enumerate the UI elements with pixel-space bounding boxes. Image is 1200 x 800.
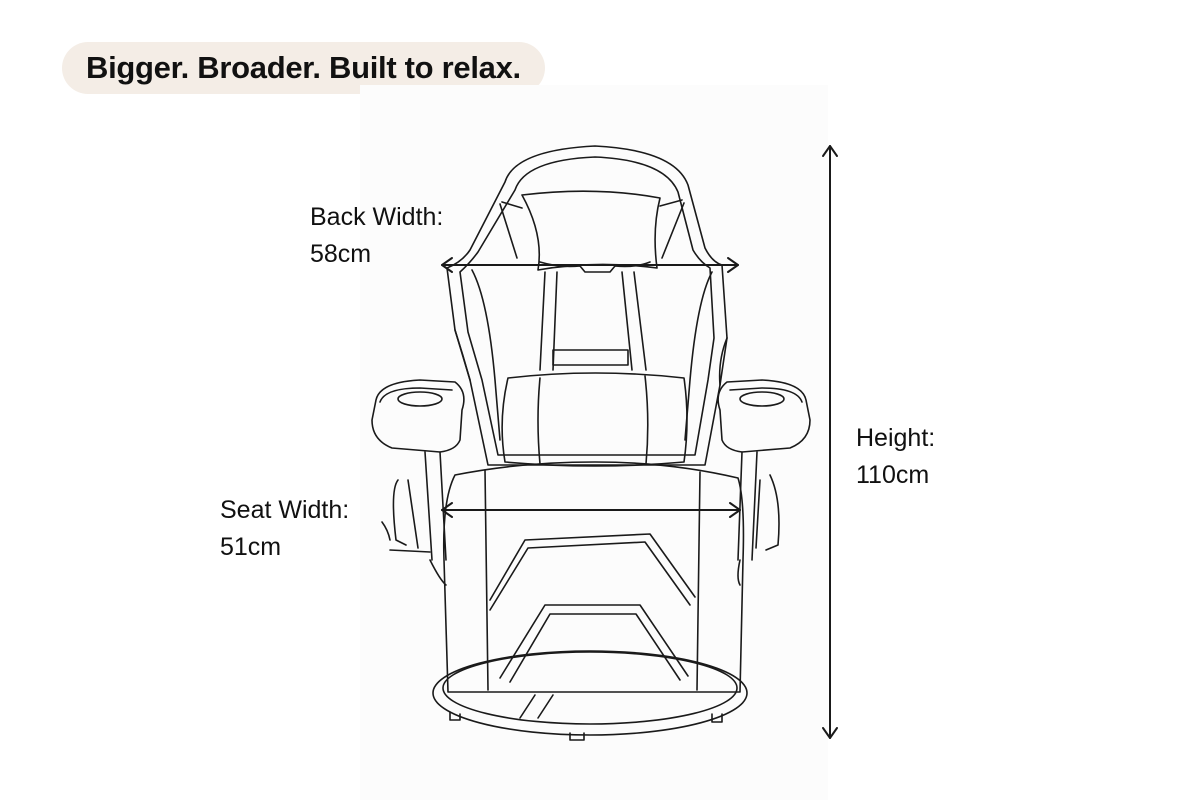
seat-width-dimension-arrow bbox=[441, 502, 741, 518]
back-width-value: 58cm bbox=[310, 240, 372, 268]
seat-width-title: Seat Width: bbox=[220, 496, 350, 524]
chair-lumbar-pillow bbox=[501, 372, 688, 467]
seat-width-label: Seat Width: 51cm bbox=[220, 492, 349, 566]
back-width-title: Back Width: bbox=[310, 203, 444, 231]
height-dimension-arrow bbox=[822, 145, 838, 739]
chair-right-armrest bbox=[717, 379, 811, 586]
illustration-panel bbox=[360, 85, 828, 800]
height-title: Height: bbox=[856, 424, 936, 452]
chair-backrest bbox=[446, 145, 728, 466]
chair-back-straps bbox=[539, 271, 647, 371]
chair-seat bbox=[442, 461, 745, 693]
chair-base bbox=[432, 650, 748, 741]
seat-width-value: 51cm bbox=[220, 533, 282, 561]
back-width-dimension-arrow bbox=[441, 257, 739, 273]
headline-text: Bigger. Broader. Built to relax. bbox=[86, 50, 521, 85]
height-value: 110cm bbox=[856, 461, 930, 489]
height-label: Height: 110cm bbox=[856, 420, 935, 494]
headline-banner: Bigger. Broader. Built to relax. bbox=[62, 42, 545, 94]
back-width-label: Back Width: 58cm bbox=[310, 199, 443, 273]
